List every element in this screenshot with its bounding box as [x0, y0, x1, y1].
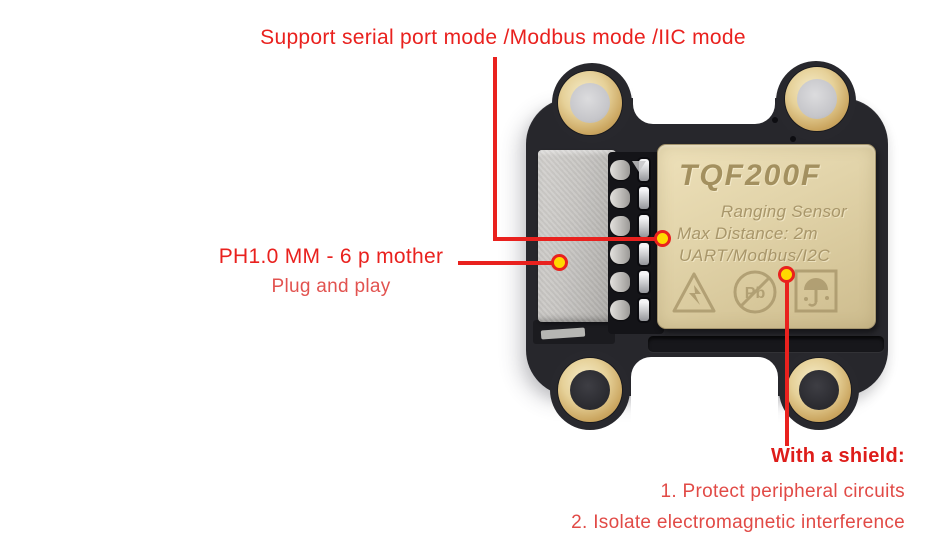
connector-pin: [610, 244, 630, 264]
mounting-hole-top-right: [785, 67, 849, 131]
mounting-hole-bottom-right: [787, 358, 851, 422]
mounting-hole-top-left: [558, 71, 622, 135]
mounting-hole-bottom-left: [558, 358, 622, 422]
shield-note-item-1: 1. Protect peripheral circuits: [660, 481, 905, 502]
callout-line-serial-vertical: [493, 57, 497, 240]
pcb-bottom-slot: [648, 336, 884, 352]
solder-contact: [639, 187, 649, 209]
keep-dry-icon: [794, 269, 838, 313]
pb-free-icon: Pb: [733, 270, 777, 314]
shield-interfaces-text: UART/Modbus/I2C: [679, 246, 831, 265]
shield-type-text: Ranging Sensor: [720, 202, 847, 221]
ph-socket-connector: [538, 150, 616, 322]
callout-line-shield: [785, 277, 789, 446]
label-serial-modes: Support serial port mode /Modbus mode /I…: [260, 26, 746, 49]
label-plug-and-play: Plug and play: [271, 276, 391, 297]
solder-contact: [639, 271, 649, 293]
callout-line-connector: [458, 261, 556, 265]
esd-warning-icon: [672, 272, 716, 313]
hole-bore: [797, 79, 837, 119]
shield-model-text: TQF200F: [679, 159, 822, 192]
connector-pin: [610, 160, 630, 180]
callout-line-serial-horizontal: [493, 237, 659, 241]
connector-pin: [610, 300, 630, 320]
solder-contact: [639, 215, 649, 237]
shield-range-text: Max Distance: 2m: [677, 224, 818, 243]
hole-bore: [799, 370, 839, 410]
shield-note-title: With a shield:: [770, 445, 905, 467]
pcb-bottom-notch: [631, 357, 778, 437]
connector-pin: [610, 216, 630, 236]
connector-pin: [610, 272, 630, 292]
pcb-via-dot: [772, 117, 778, 123]
silkscreen-arrow-icon: [632, 161, 646, 172]
callout-dot-shield: [778, 266, 795, 283]
pcb-top-notch: [633, 84, 775, 124]
label-shield-note: With a shield: 1. Protect peripheral cir…: [571, 444, 905, 538]
connector-pin: [610, 188, 630, 208]
solder-contact: [639, 243, 649, 265]
pcb-via-dot: [790, 136, 796, 142]
callout-dot-serial: [654, 230, 671, 247]
shield-note-item-2: 2. Isolate electromagnetic interference: [571, 512, 905, 533]
label-connector: PH1.0 MM - 6 p mother: [218, 245, 444, 268]
solder-contact: [639, 299, 649, 321]
hole-bore: [570, 83, 610, 123]
callout-dot-connector: [551, 254, 568, 271]
hole-bore: [570, 370, 610, 410]
emi-metal-shield: TQF200F Ranging Sensor Max Distance: 2m …: [657, 144, 876, 329]
